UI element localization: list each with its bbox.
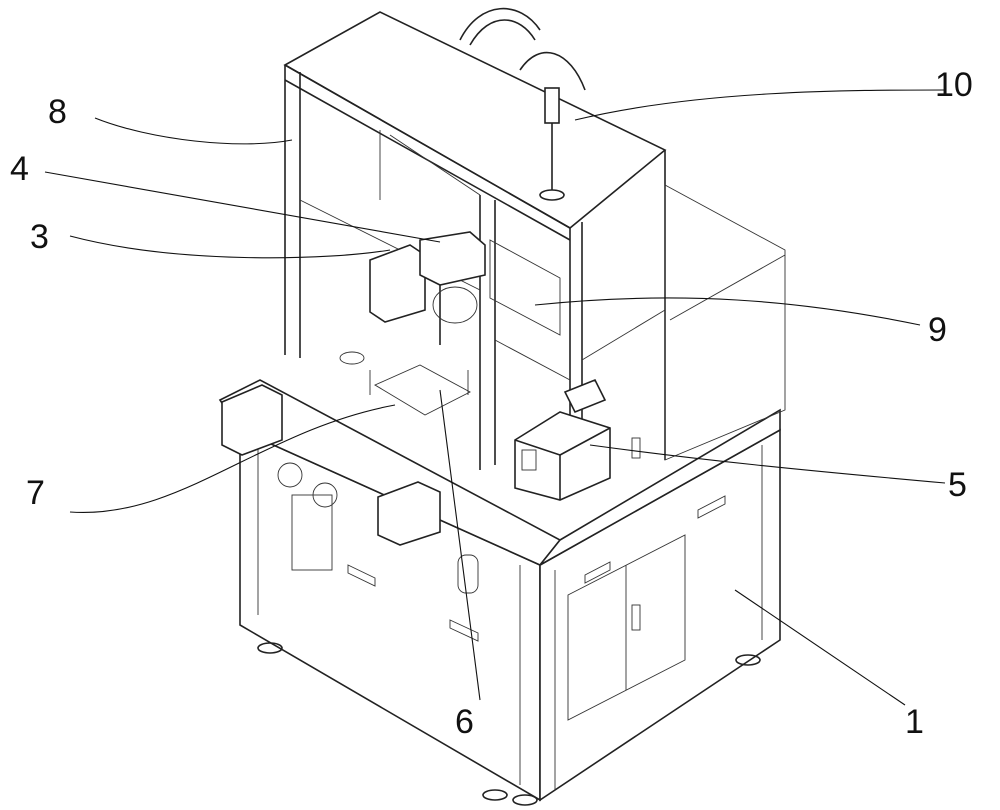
controller-box — [515, 380, 640, 500]
upper-frame — [285, 12, 785, 480]
label-9: 9 — [928, 313, 947, 347]
label-10: 10 — [935, 68, 973, 102]
label-3: 3 — [30, 220, 49, 254]
label-7: 7 — [26, 476, 45, 510]
label-4: 4 — [10, 152, 29, 186]
camera-mechanism — [370, 232, 485, 345]
label-8: 8 — [48, 95, 67, 129]
label-6: 6 — [455, 705, 474, 739]
label-5: 5 — [948, 468, 967, 502]
base-cabinet — [220, 380, 780, 805]
label-1: 1 — [905, 705, 924, 739]
tray — [340, 352, 470, 415]
